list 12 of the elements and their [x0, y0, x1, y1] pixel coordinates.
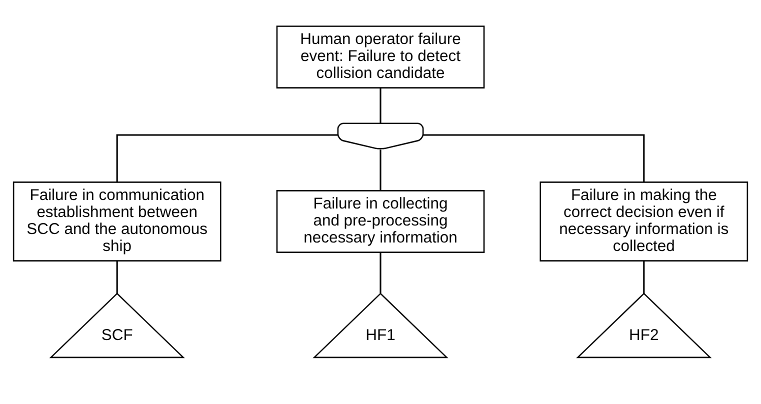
- connector: [643, 260, 645, 293]
- node-gate: [337, 122, 424, 149]
- node-box: Failure in communication establishment between SCC and the autonomous ship: [12, 181, 222, 261]
- node-box: Failure in collecting and pre-processing necessary information: [276, 190, 485, 252]
- connector: [380, 252, 382, 293]
- connector: [116, 260, 118, 293]
- connector: [116, 134, 338, 182]
- connector: [380, 149, 382, 190]
- node-box: Human operator failure event: Failure to detect collision candidate: [276, 25, 485, 88]
- node-box: Failure in making the correct decision even if necessary information is collected: [540, 181, 748, 261]
- connector: [380, 87, 382, 123]
- connector: [423, 134, 645, 182]
